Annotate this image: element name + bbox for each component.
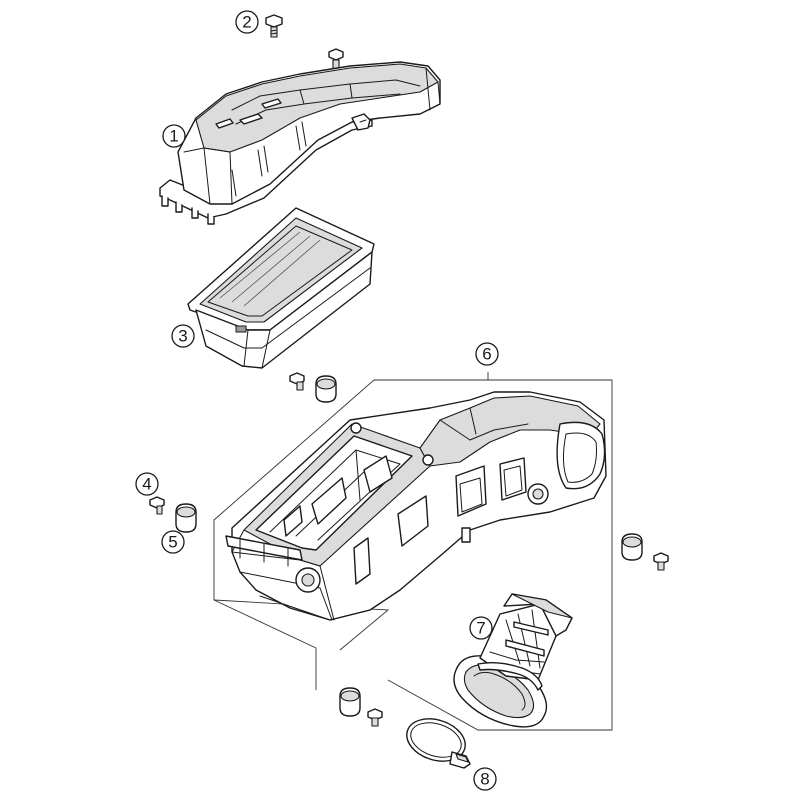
hose-clamp-part-8 (406, 718, 471, 769)
callout-label-6: 6 (482, 345, 491, 364)
screw-part-2 (265, 14, 283, 38)
screw-upper (328, 48, 344, 70)
air-filter-part-3 (187, 207, 375, 369)
callout-label-7: 7 (476, 619, 485, 638)
callout-4: 4 (135, 472, 159, 496)
callout-5: 5 (161, 530, 185, 554)
callout-3: 3 (171, 324, 195, 348)
callout-7: 7 (469, 616, 493, 640)
screw-lower (367, 708, 383, 727)
callout-label-2: 2 (242, 13, 251, 32)
grommet-right (621, 533, 643, 561)
screw-part-4 (149, 496, 165, 515)
screw-grommet-upper (289, 372, 337, 403)
callout-label-8: 8 (480, 770, 489, 789)
assembly-frame-part-6 (213, 372, 613, 731)
screw-right (653, 552, 669, 571)
airbox-cover-part-1 (159, 61, 441, 225)
callout-label-1: 1 (169, 127, 178, 146)
callout-1: 1 (162, 124, 186, 148)
airbox-part-6 (225, 391, 607, 621)
grommet-lower (339, 687, 361, 717)
callout-label-4: 4 (142, 475, 151, 494)
callout-label-3: 3 (178, 327, 187, 346)
intake-boot-part-7 (453, 593, 573, 728)
callout-8: 8 (473, 767, 497, 791)
callout-label-5: 5 (168, 533, 177, 552)
callout-6: 6 (475, 342, 499, 366)
callout-2: 2 (235, 10, 259, 34)
grommet-part-5 (175, 503, 197, 533)
